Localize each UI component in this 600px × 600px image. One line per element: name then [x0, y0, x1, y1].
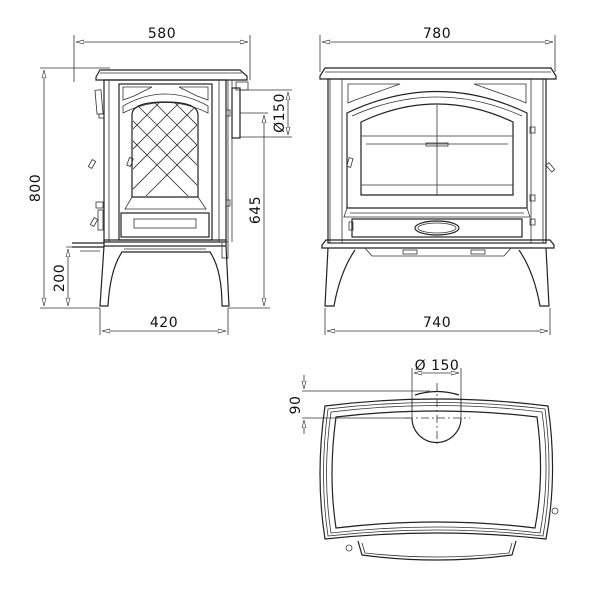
- dim-text-top-flue-diameter: Ø 150: [415, 358, 460, 374]
- top-flue-circle: [405, 383, 470, 446]
- dim-text-leg-span: 420: [150, 315, 178, 331]
- side-view: 580 800 200 420 Ø150: [28, 26, 292, 335]
- dim-text-depth: 580: [148, 26, 176, 42]
- dimension-flue-diameter-side: Ø150: [240, 89, 292, 138]
- dimension-flue-diameter-top: Ø 150: [411, 358, 462, 412]
- dim-text-width: 780: [423, 26, 451, 42]
- dimension-800: 800: [28, 67, 110, 309]
- dim-text-front-leg-span: 740: [423, 315, 451, 331]
- dim-text-flue-height: 645: [248, 196, 264, 224]
- top-stove-outline: [319, 398, 559, 561]
- dimension-780: 780: [319, 26, 556, 72]
- dimension-90: 90: [288, 375, 430, 434]
- window-lattice: [133, 103, 197, 196]
- dimension-645: 645: [228, 112, 270, 309]
- top-view: Ø 150 90: [288, 358, 559, 561]
- dimension-740: 740: [324, 308, 551, 335]
- dim-text-flue-diameter: Ø150: [272, 93, 288, 133]
- dimension-200: 200: [52, 246, 100, 306]
- front-stove-body: [319, 67, 557, 307]
- dim-text-leg-height: 200: [52, 264, 68, 292]
- dimension-580: 580: [73, 26, 251, 82]
- dim-text-height: 800: [28, 174, 44, 202]
- dimension-420: 420: [99, 308, 229, 335]
- side-stove-body: [72, 69, 249, 307]
- front-view: 780 740: [319, 26, 557, 335]
- dim-text-flue-offset: 90: [288, 396, 304, 415]
